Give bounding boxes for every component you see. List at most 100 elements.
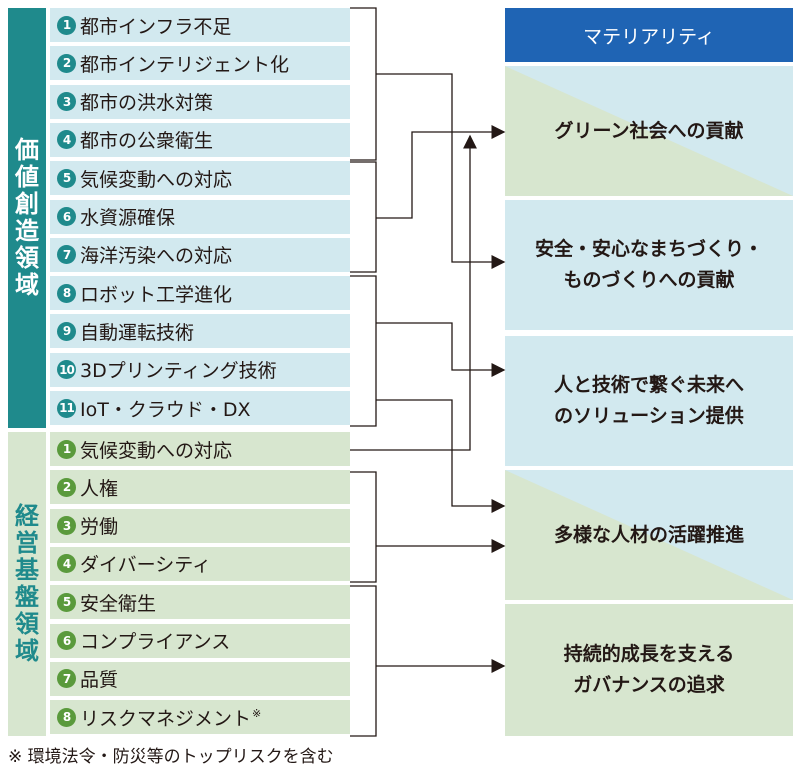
number-badge: 6 [57,207,76,226]
value-creation-item-label: 都市の洪水対策 [80,92,214,115]
number-badge: 11 [57,398,76,418]
footnote: ※ 環境法令・防災等のトップリスクを含む [8,747,334,767]
number-badge: 1 [57,15,76,35]
value-creation-item-label: 水資源確保 [80,207,176,229]
bracket-value-8-11 [350,275,377,427]
value-creation-label-char: 領 [15,244,39,272]
connector-value-1-4-to-safety [376,73,506,269]
connector-value-8-11-to-future [376,322,506,377]
materiality-line-1: 持続的成長を支える [563,643,735,665]
number-badge: 9 [57,321,76,341]
management-foundation-item-label: リスクマネジメント [80,707,252,730]
value-creation-item-label: 都市の公衆衛生 [80,130,214,153]
materiality-item-text: 持続的成長を支えるガバナンスの追求 [564,639,734,701]
number-badge: 3 [57,92,76,112]
materiality-triangle-decoration [505,66,793,196]
materiality-item-text: 人と技術で繋ぐ未来へのソリューション提供 [554,370,744,432]
management-foundation-item-label: 労働 [80,516,119,539]
bracket-value-5-7 [350,161,377,273]
management-foundation-item-label: 安全衛生 [80,592,157,615]
value-creation-label-char: 造 [15,217,39,245]
management-foundation-item-label: 人権 [80,477,119,500]
number-badge: 7 [57,245,76,265]
value-creation-item-label: 都市インフラ不足 [80,15,232,38]
value-creation-label-char: 創 [15,190,39,218]
management-foundation-label-char: 盤 [15,583,39,611]
value-creation-label-char: 価 [15,136,39,164]
materiality-line-1: グリーン社会への貢献 [554,119,744,142]
number-badge: 2 [57,477,76,497]
bracket-mgmt-5-8 [350,585,377,737]
number-badge: 5 [57,592,76,612]
materiality-line-2: のソリューション提供 [554,405,744,427]
value-creation-item-label: 海洋汚染への対応 [80,245,233,268]
materiality-item-text: 安全・安心なまちづくり・ものづくりへの貢献 [535,234,763,296]
materiality-line-1: 多様な人材の活躍推進 [553,523,744,546]
value-creation-item-label: 自動運転技術 [80,321,195,344]
number-badge: 5 [57,168,76,188]
materiality-item-2: 安全・安心なまちづくり・ものづくりへの貢献 [505,200,793,330]
materiality-item-4: 多様な人材の活躍推進 [505,470,793,600]
management-foundation-item-label: ダイバーシティ [80,554,212,577]
value-creation-item-label: 都市インテリジェント化 [80,53,290,76]
value-creation-item-label: ロボット工学進化 [80,283,233,306]
management-foundation-label-char: 領 [15,610,39,638]
materiality-triangle-decoration [505,470,793,600]
materiality-line-2: ものづくりへの貢献 [563,269,735,291]
management-foundation-category: 経営基盤領域 [8,432,46,736]
number-badge: 10 [57,360,76,380]
materiality-item-1: グリーン社会への貢献 [505,66,793,196]
materiality-line-1: 人と技術で繋ぐ未来へ [553,374,744,396]
number-badge: 6 [57,631,76,650]
management-foundation-item-label: 品質 [80,669,119,692]
connector-value-8-11-to-diversity [376,399,506,513]
value-creation-label-char: 域 [15,271,39,299]
management-foundation-label-char: 営 [15,529,39,557]
materiality-item-text: 多様な人材の活躍推進 [554,520,744,551]
footnote-mark: ※ [252,706,262,720]
value-creation-item-label: 3Dプリンティング技術 [80,360,277,383]
materiality-line-2: ガバナンスの追求 [573,674,725,696]
number-badge: 4 [57,130,76,150]
number-badge: 3 [57,516,76,536]
value-creation-category: 価値創造領域 [8,8,46,428]
value-creation-item-label: IoT・クラウド・DX [80,398,251,421]
value-creation-label-char: 値 [15,163,39,191]
management-foundation-label-char: 域 [15,637,39,665]
materiality-header: マテリアリティ [505,8,793,62]
number-badge: 1 [57,439,76,459]
bracket-value-1-4 [350,7,377,161]
management-foundation-label-char: 基 [15,556,39,584]
number-badge: 8 [57,283,76,303]
number-badge: 4 [57,554,76,574]
number-badge: 2 [57,53,76,73]
bracket-mgmt-2-4 [350,471,377,583]
materiality-line-1: 安全・安心なまちづくり・ [534,238,763,260]
connector-value-5-7-to-green [376,125,506,219]
value-creation-item-label: 気候変動への対応 [80,168,233,191]
connector-mgmt-1-to-green [350,134,477,451]
materiality-item-5: 持続的成長を支えるガバナンスの追求 [505,604,793,736]
number-badge: 8 [57,707,76,727]
materiality-item-text: グリーン社会への貢献 [554,116,743,147]
number-badge: 7 [57,669,76,689]
